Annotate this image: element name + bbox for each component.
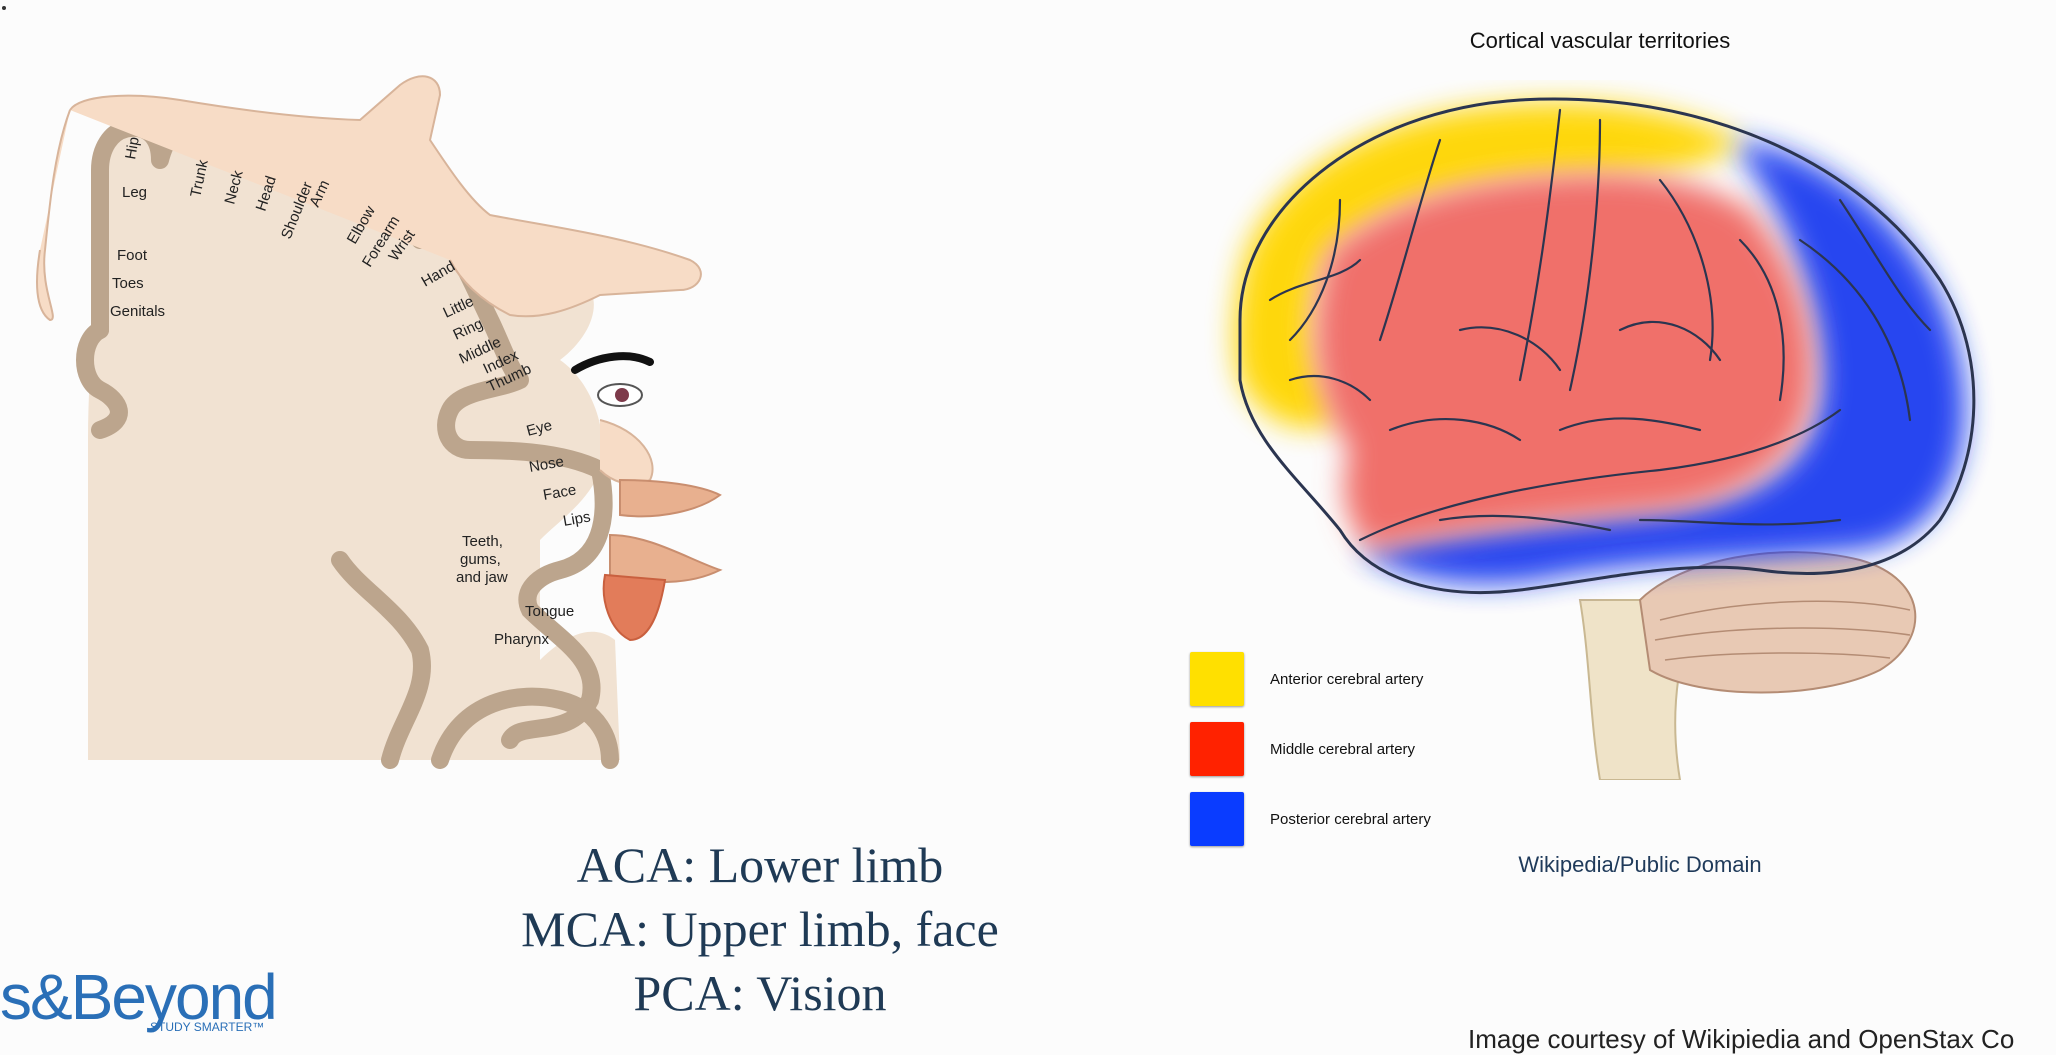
legend-anterior: Anterior cerebral artery [1190, 652, 1423, 706]
footer-credit: Image courtesy of Wikipiedia and OpenSta… [1468, 1024, 2015, 1054]
homunculus-foot [36, 109, 71, 322]
label-gums: gums, [460, 551, 501, 568]
legend-label-middle: Middle cerebral artery [1270, 740, 1416, 758]
cortex-bottom-fold [431, 687, 619, 769]
legend-label-posterior: Posterior cerebral artery [1270, 810, 1431, 828]
logo-text: s&Beyond [0, 961, 278, 1033]
homunculus-nose [599, 419, 654, 486]
label-foot: Foot [117, 247, 148, 264]
legend-swatch-posterior [1190, 792, 1244, 846]
label-pharynx: Pharynx [494, 631, 550, 648]
legend-posterior: Posterior cerebral artery [1190, 792, 1431, 846]
label-jaw: and jaw [456, 569, 508, 586]
corner-dot [2, 6, 6, 10]
territory-middle [1315, 173, 1813, 551]
cortex-lower [501, 461, 613, 749]
summary-pca: PCA: Vision [633, 965, 887, 1021]
label-eye: Eye [525, 417, 554, 440]
legend-label-anterior: Anterior cerebral artery [1270, 670, 1424, 688]
label-teeth: Teeth, [462, 533, 503, 550]
label-toes: Toes [112, 275, 144, 292]
homunculus-tongue [602, 573, 667, 642]
label-genitals: Genitals [110, 303, 165, 320]
legend-swatch-anterior [1190, 652, 1244, 706]
label-lips: Lips [562, 508, 592, 530]
homunculus-body [69, 75, 702, 318]
label-hip: Hip [122, 136, 143, 161]
legend-swatch-middle [1190, 722, 1244, 776]
brain-figure [1234, 97, 1976, 780]
label-leg: Leg [122, 184, 147, 201]
label-face: Face [542, 481, 578, 504]
image-credit: Wikipedia/Public Domain [1518, 852, 1762, 877]
brain-outline [1238, 97, 1976, 594]
logo-tagline: STUDY SMARTER™ [150, 1020, 265, 1034]
cortex-left-fold [76, 321, 128, 439]
homunculus-eyebrow [571, 352, 654, 374]
summary-mca: MCA: Upper limb, face [521, 901, 999, 957]
label-tongue: Tongue [525, 603, 574, 620]
homunculus-lips [609, 478, 723, 583]
legend-middle: Middle cerebral artery [1190, 722, 1415, 776]
brand-logo: s&Beyond STUDY SMARTER™ [0, 960, 280, 1040]
territory-anterior [1234, 102, 1740, 428]
summary-aca: ACA: Lower limb [576, 837, 944, 893]
label-nose: Nose [528, 453, 565, 476]
homunculus-diagram: Hip Leg Trunk Neck Head Shoulder Arm Elb… [36, 75, 723, 769]
brain-title: Cortical vascular territories [1469, 28, 1731, 53]
cortex-inner-fold [331, 551, 431, 769]
